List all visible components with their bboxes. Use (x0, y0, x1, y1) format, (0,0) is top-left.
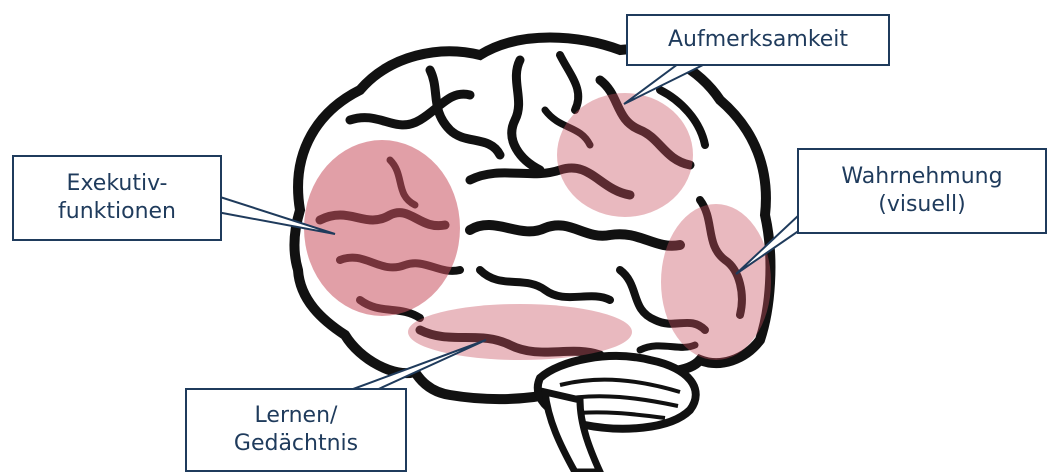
label-attention: Aufmerksamkeit (668, 26, 848, 54)
callout-executive-functions: Exekutiv- funktionen (12, 155, 222, 241)
callout-learning-memory: Lernen/ Gedächtnis (185, 388, 407, 472)
label-learning-memory: Lernen/ Gedächtnis (234, 402, 358, 458)
region-temporal (408, 304, 632, 360)
region-frontal (304, 140, 460, 316)
region-occipital (661, 204, 771, 360)
callout-visual-perception: Wahrnehmung (visuell) (797, 148, 1047, 234)
label-visual-perception: Wahrnehmung (visuell) (841, 163, 1002, 219)
region-parietal (557, 93, 693, 217)
label-executive-functions: Exekutiv- funktionen (58, 170, 176, 226)
callout-attention: Aufmerksamkeit (626, 14, 890, 66)
